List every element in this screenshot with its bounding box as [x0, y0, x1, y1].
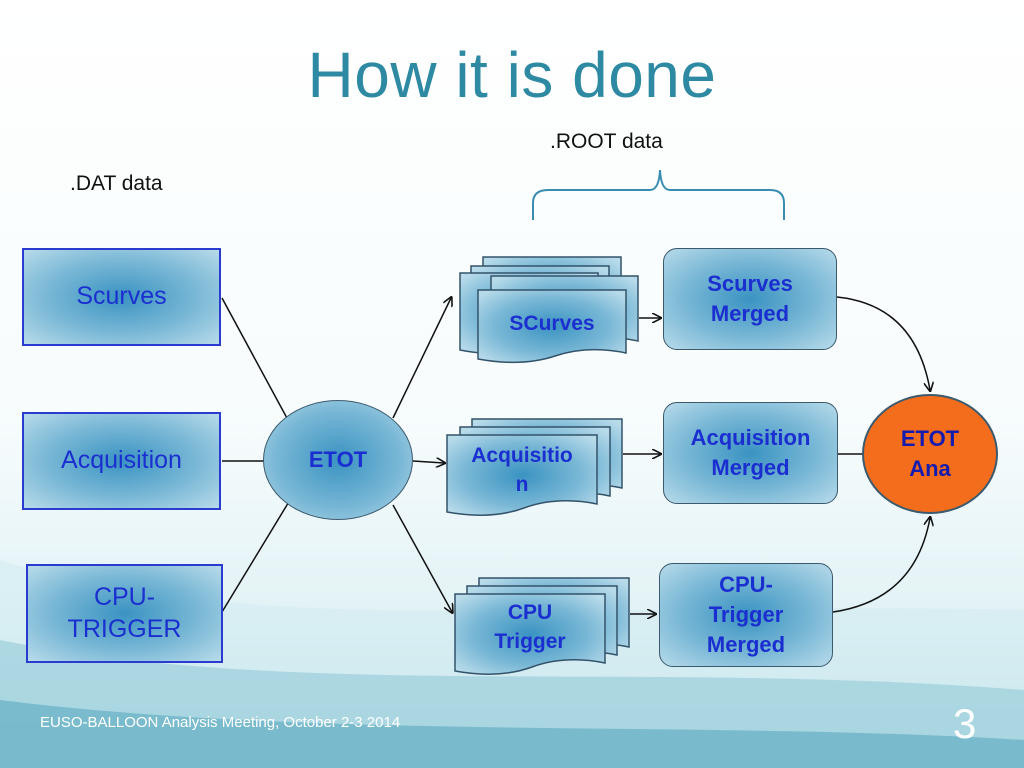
- cpu-trigger-root-label: CPU Trigger: [494, 600, 566, 653]
- cpu-trigger-box: CPU- TRIGGER: [26, 564, 223, 663]
- arrow-cpu-merged-ana: [832, 518, 930, 613]
- cpu-trigger-root-label-box: CPU Trigger: [455, 594, 605, 660]
- etot-ana-label: ETOT Ana: [900, 426, 960, 481]
- acquisition-merged-box: Acquisition Merged: [663, 402, 838, 504]
- cpu-trigger-merged-box: CPU- Trigger Merged: [659, 563, 833, 667]
- cpu-trigger-root-files: [454, 577, 630, 675]
- slide-title: How it is done: [307, 39, 717, 111]
- dat-data-label: .DAT data: [70, 172, 163, 195]
- page-number: 3: [953, 700, 977, 747]
- arrow-etot-acquisition: [412, 461, 444, 463]
- acquisition-root-label-box: Acquisitio n: [447, 437, 597, 503]
- scurves-root-label: SCurves: [509, 312, 595, 336]
- etot-ana-node: ETOT Ana: [862, 394, 998, 514]
- acquisition-box: Acquisition: [22, 412, 221, 510]
- footer-text: EUSO-BALLOON Analysis Meeting, October 2…: [40, 714, 401, 731]
- etot-label: ETOT: [308, 447, 368, 472]
- acquisition-label: Acquisition: [61, 446, 182, 475]
- acquisition-root-files: [446, 418, 623, 516]
- etot-node: ETOT: [263, 400, 413, 520]
- connector-cpu-etot: [221, 499, 291, 613]
- connector-scurves-etot: [221, 297, 289, 421]
- arrow-etot-scurves: [392, 298, 451, 419]
- root-data-label: .ROOT data: [550, 130, 663, 153]
- arrow-etot-cpu: [392, 504, 452, 612]
- scurves-root-files: [459, 256, 639, 364]
- scurves-label: Scurves: [76, 282, 167, 311]
- acquisition-merged-label: Acquisition Merged: [690, 425, 811, 480]
- scurves-merged-box: Scurves Merged: [663, 248, 837, 350]
- cpu-trigger-merged-label: CPU- Trigger Merged: [706, 572, 786, 657]
- scurves-box: Scurves: [22, 248, 221, 346]
- root-data-brace: [532, 169, 785, 220]
- arrow-scurves-merged-ana: [836, 296, 930, 390]
- scurves-merged-label: Scurves Merged: [707, 271, 793, 326]
- cpu-trigger-label: CPU- TRIGGER: [67, 583, 182, 643]
- acquisition-root-label: Acquisitio n: [471, 443, 573, 496]
- scurves-root-label-box: SCurves: [478, 300, 626, 348]
